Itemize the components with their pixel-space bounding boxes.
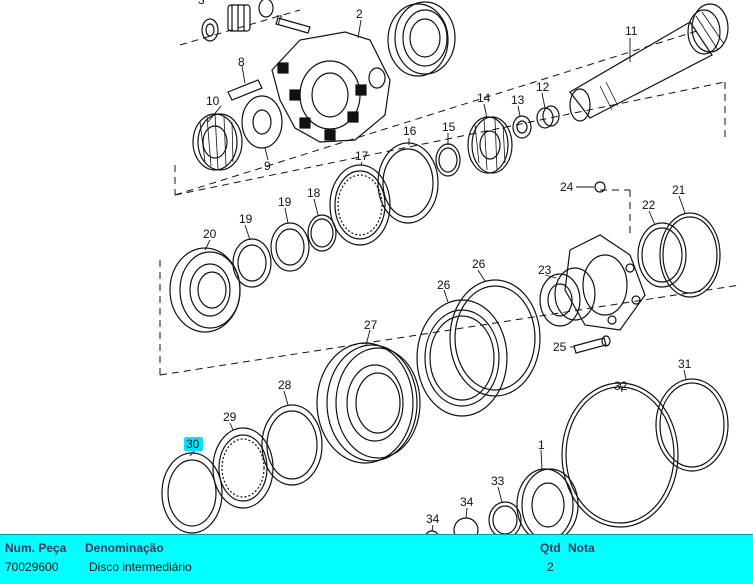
callout-13: 13 bbox=[511, 93, 525, 107]
row-part-number: 70029600 bbox=[5, 560, 59, 574]
part-32-ring bbox=[561, 382, 679, 528]
part-3-roller-bearing bbox=[227, 4, 251, 32]
part-33-ring bbox=[488, 501, 522, 539]
callout-12: 12 bbox=[536, 80, 550, 94]
callout-14: 14 bbox=[477, 91, 491, 105]
part-29-friction-disc bbox=[212, 427, 274, 509]
row-description: Disco intermediário bbox=[89, 560, 192, 574]
callout-32: 32 bbox=[614, 379, 628, 393]
callout-29: 29 bbox=[223, 410, 237, 424]
callout-34a: 34 bbox=[460, 495, 474, 509]
header-qty: Qtd bbox=[540, 541, 561, 555]
callout-22: 22 bbox=[642, 198, 656, 212]
part-31-ring bbox=[655, 378, 729, 472]
part-15-ring bbox=[435, 143, 461, 177]
part-9-washer bbox=[241, 95, 283, 149]
row-qty: 2 bbox=[547, 560, 554, 574]
part-18-snap-ring bbox=[307, 214, 337, 252]
callout-2: 2 bbox=[356, 7, 363, 21]
part-28-plate bbox=[261, 404, 323, 486]
part-19-ring-a bbox=[270, 222, 310, 272]
callout-21: 21 bbox=[672, 183, 686, 197]
part-3-ring bbox=[258, 0, 274, 18]
part-13-ring bbox=[512, 115, 532, 139]
callout-1: 1 bbox=[538, 438, 545, 452]
callout-26b: 26 bbox=[437, 278, 451, 292]
part-24-o-ring bbox=[594, 181, 606, 193]
callout-16: 16 bbox=[403, 124, 417, 138]
part-19-ring-b bbox=[232, 238, 272, 288]
callout-24: 24 bbox=[560, 180, 574, 194]
callout-15: 15 bbox=[442, 120, 456, 134]
header-part-number: Num. Peça bbox=[5, 541, 67, 555]
callout-33: 33 bbox=[491, 474, 505, 488]
part-25-bolt bbox=[573, 335, 611, 354]
part-17-friction-disc bbox=[329, 164, 391, 246]
part-2-planet-carrier bbox=[271, 31, 391, 143]
part-27-drum bbox=[316, 342, 421, 464]
header-description: Denominação bbox=[85, 541, 164, 555]
callout-31: 31 bbox=[678, 357, 692, 371]
callout-26a: 26 bbox=[472, 257, 486, 271]
part-22-ring bbox=[637, 222, 687, 288]
callout-19b: 19 bbox=[239, 212, 253, 226]
callout-30-highlight bbox=[184, 437, 203, 451]
callout-8: 8 bbox=[238, 55, 245, 69]
callout-28: 28 bbox=[278, 378, 292, 392]
callout-27: 27 bbox=[364, 318, 378, 332]
callout-30[interactable]: 30 bbox=[186, 437, 200, 451]
callout-17: 17 bbox=[355, 149, 369, 163]
part-7-pin bbox=[275, 17, 311, 34]
callout-10: 10 bbox=[206, 94, 220, 108]
part-20-piston bbox=[169, 247, 241, 333]
part-3-washer bbox=[201, 18, 219, 42]
part-10-gear bbox=[192, 113, 243, 171]
part-16-disc bbox=[377, 142, 439, 224]
callout-19a: 19 bbox=[278, 195, 292, 209]
part-3-bearing bbox=[387, 1, 456, 77]
callout-9: 9 bbox=[264, 159, 271, 173]
part-8-pin bbox=[227, 79, 263, 101]
part-23-hub bbox=[539, 234, 646, 331]
part-11-shaft bbox=[569, 3, 729, 122]
callout-23: 23 bbox=[538, 263, 552, 277]
callout-18: 18 bbox=[307, 186, 321, 200]
part-26-disc-a bbox=[449, 279, 541, 397]
part-30-intermediate-disc bbox=[161, 452, 223, 534]
part-1-bearing bbox=[516, 468, 579, 542]
part-14-gear bbox=[467, 116, 513, 174]
header-note: Nota bbox=[568, 541, 595, 555]
part-21-ring bbox=[659, 212, 721, 298]
callout-11: 11 bbox=[625, 24, 638, 38]
callout-7: 7 bbox=[276, 13, 283, 27]
callout-3: 3 bbox=[198, 0, 205, 7]
callout-34b: 34 bbox=[426, 512, 440, 526]
parts-info-bar: Num. Peça Denominação Qtd Nota 70029600 … bbox=[0, 534, 753, 584]
callout-20: 20 bbox=[203, 227, 217, 241]
part-26-disc-b bbox=[416, 299, 508, 417]
callout-25: 25 bbox=[553, 340, 567, 354]
